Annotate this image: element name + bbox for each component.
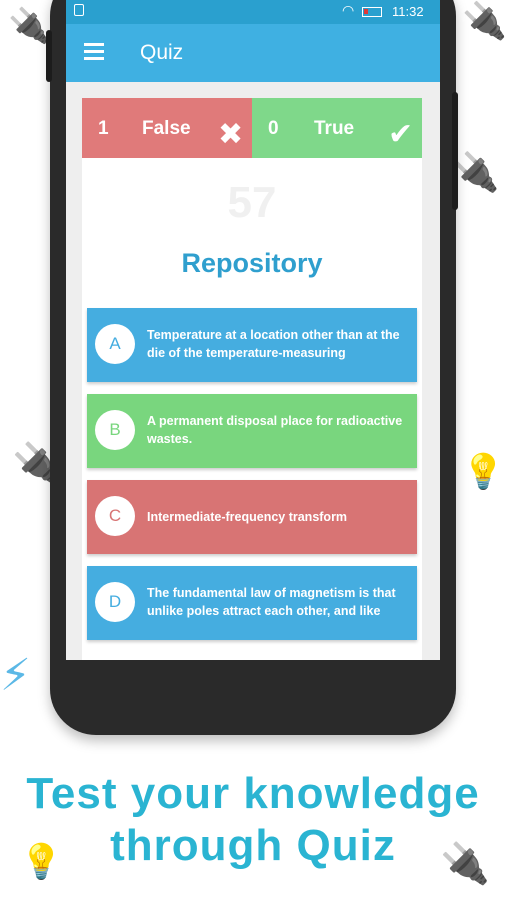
answer-option-c[interactable]: C Intermediate-frequency transform	[87, 480, 417, 554]
phone-screen: ◠ 11:32 Quiz 1 False ✖ 0 True ✔ 57 Repos…	[66, 0, 440, 660]
phone-side-button	[452, 92, 458, 210]
answer-option-d[interactable]: D The fundamental law of magnetism is th…	[87, 566, 417, 640]
quiz-card: 1 False ✖ 0 True ✔ 57 Repository A Tempe…	[82, 98, 422, 660]
false-count: 1	[98, 118, 109, 139]
phone-side-button	[46, 30, 52, 82]
option-letter: A	[95, 324, 135, 364]
question-term: Repository	[181, 248, 323, 278]
plug-icon: 🔌	[462, 1, 506, 42]
plug-icon: 🔌	[452, 150, 500, 194]
option-letter: D	[95, 582, 135, 622]
false-score-panel: 1 False ✖	[82, 98, 252, 158]
lightbulb-icon: 💡	[20, 842, 63, 882]
check-icon: ✔	[388, 118, 414, 151]
option-text: Temperature at a location other than at …	[147, 328, 400, 360]
lightbulb-icon: 💡	[462, 452, 505, 492]
false-label: False	[142, 118, 191, 139]
app-bar: Quiz	[66, 24, 440, 82]
true-count: 0	[268, 118, 279, 139]
plug-icon: 🔌	[8, 6, 51, 46]
cross-icon: ✖	[218, 118, 244, 151]
true-label: True	[314, 118, 355, 139]
hamburger-menu-icon[interactable]	[84, 43, 104, 60]
plug-icon: 🔌	[440, 841, 490, 887]
wifi-icon: ◠	[342, 2, 355, 18]
tagline-line-1: Test your knowledge	[26, 769, 480, 818]
true-score-panel: 0 True ✔	[252, 98, 422, 158]
app-bar-title: Quiz	[140, 41, 184, 64]
countdown-timer: 57	[227, 178, 277, 227]
sim-icon	[74, 4, 84, 16]
option-letter: B	[95, 410, 135, 450]
status-time: 11:32	[392, 4, 424, 19]
battery-low-icon	[362, 7, 382, 17]
promo-tagline: Test your knowledge through Quiz	[0, 768, 506, 872]
option-letter: C	[95, 496, 135, 536]
answer-option-b[interactable]: B A permanent disposal place for radioac…	[87, 394, 417, 468]
answer-option-a[interactable]: A Temperature at a location other than a…	[87, 308, 417, 382]
tagline-line-2: through Quiz	[110, 821, 396, 870]
lightning-icon: ⚡	[0, 650, 31, 701]
status-bar: ◠ 11:32	[66, 0, 440, 24]
option-text: A permanent disposal place for radioacti…	[147, 414, 403, 446]
option-text: The fundamental law of magnetism is that…	[147, 586, 396, 618]
option-text: Intermediate-frequency transform	[147, 510, 348, 524]
